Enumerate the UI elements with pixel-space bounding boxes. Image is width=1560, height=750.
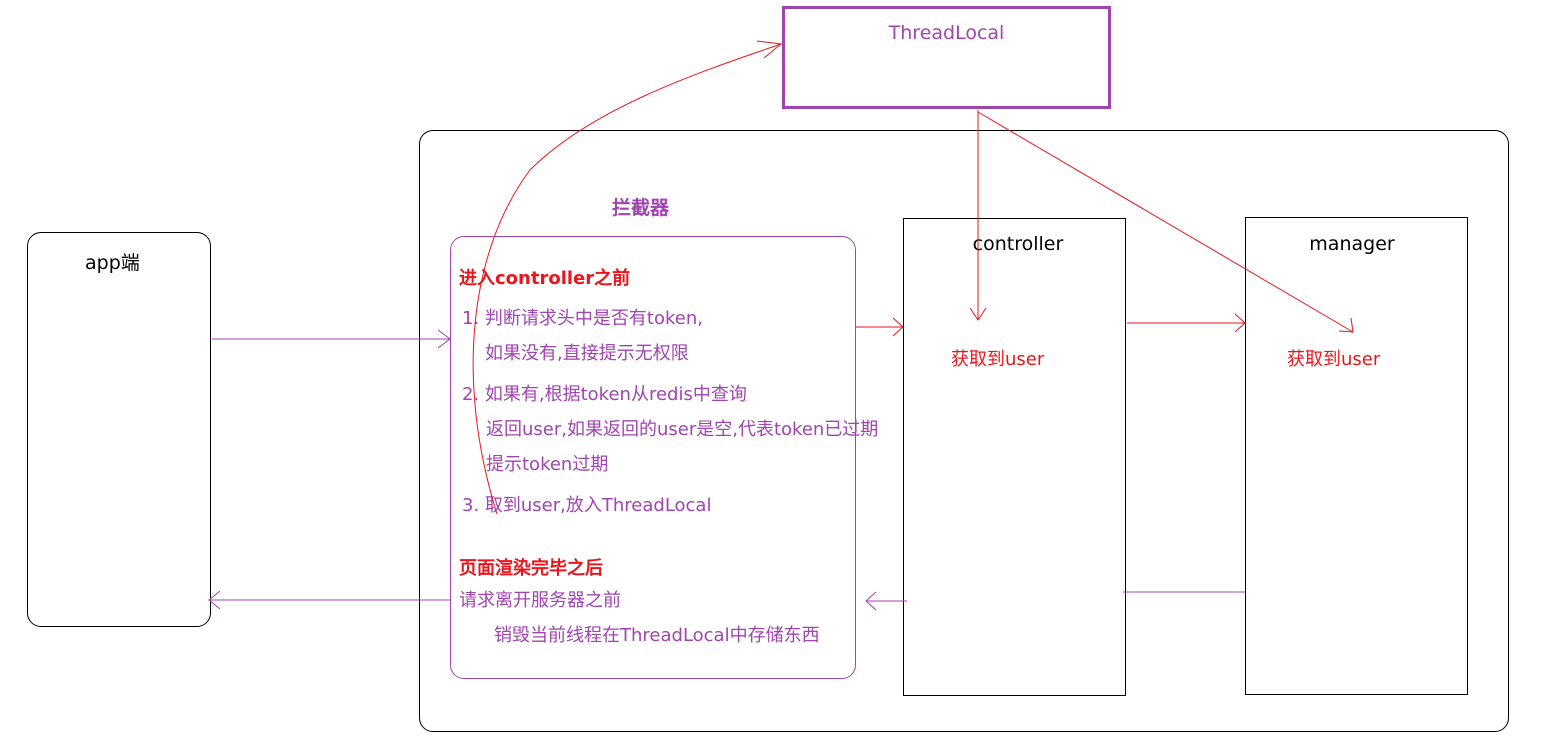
manager-get-user-note: 获取到user <box>1287 349 1381 370</box>
controller-get-user-note: 获取到user <box>951 349 1045 370</box>
manager-box <box>1245 217 1468 695</box>
manager-label: manager <box>1309 233 1395 255</box>
step-2-line-3: 提示token过期 <box>486 454 609 475</box>
step-1-line-1: 1. 判断请求头中是否有token, <box>462 308 703 329</box>
threadlocal-box <box>782 6 1111 109</box>
app-client-label: app端 <box>85 252 140 274</box>
interceptor-title: 拦截器 <box>612 197 670 219</box>
server-frame <box>419 130 1509 732</box>
step-2-line-2: 返回user,如果返回的user是空,代表token已过期 <box>486 419 879 440</box>
after-line-2: 销毁当前线程在ThreadLocal中存储东西 <box>494 625 820 646</box>
before-controller-heading: 进入controller之前 <box>459 268 631 289</box>
step-3-line: 3. 取到user,放入ThreadLocal <box>462 495 712 516</box>
step-1-line-2: 如果没有,直接提示无权限 <box>485 343 689 364</box>
threadlocal-label: ThreadLocal <box>888 22 1005 44</box>
controller-box <box>903 218 1126 696</box>
after-render-heading: 页面渲染完毕之后 <box>459 558 603 579</box>
after-line-1: 请求离开服务器之前 <box>459 590 621 611</box>
step-2-line-1: 2. 如果有,根据token从redis中查询 <box>462 384 747 405</box>
app-client-box <box>27 232 211 627</box>
controller-label: controller <box>972 233 1064 255</box>
